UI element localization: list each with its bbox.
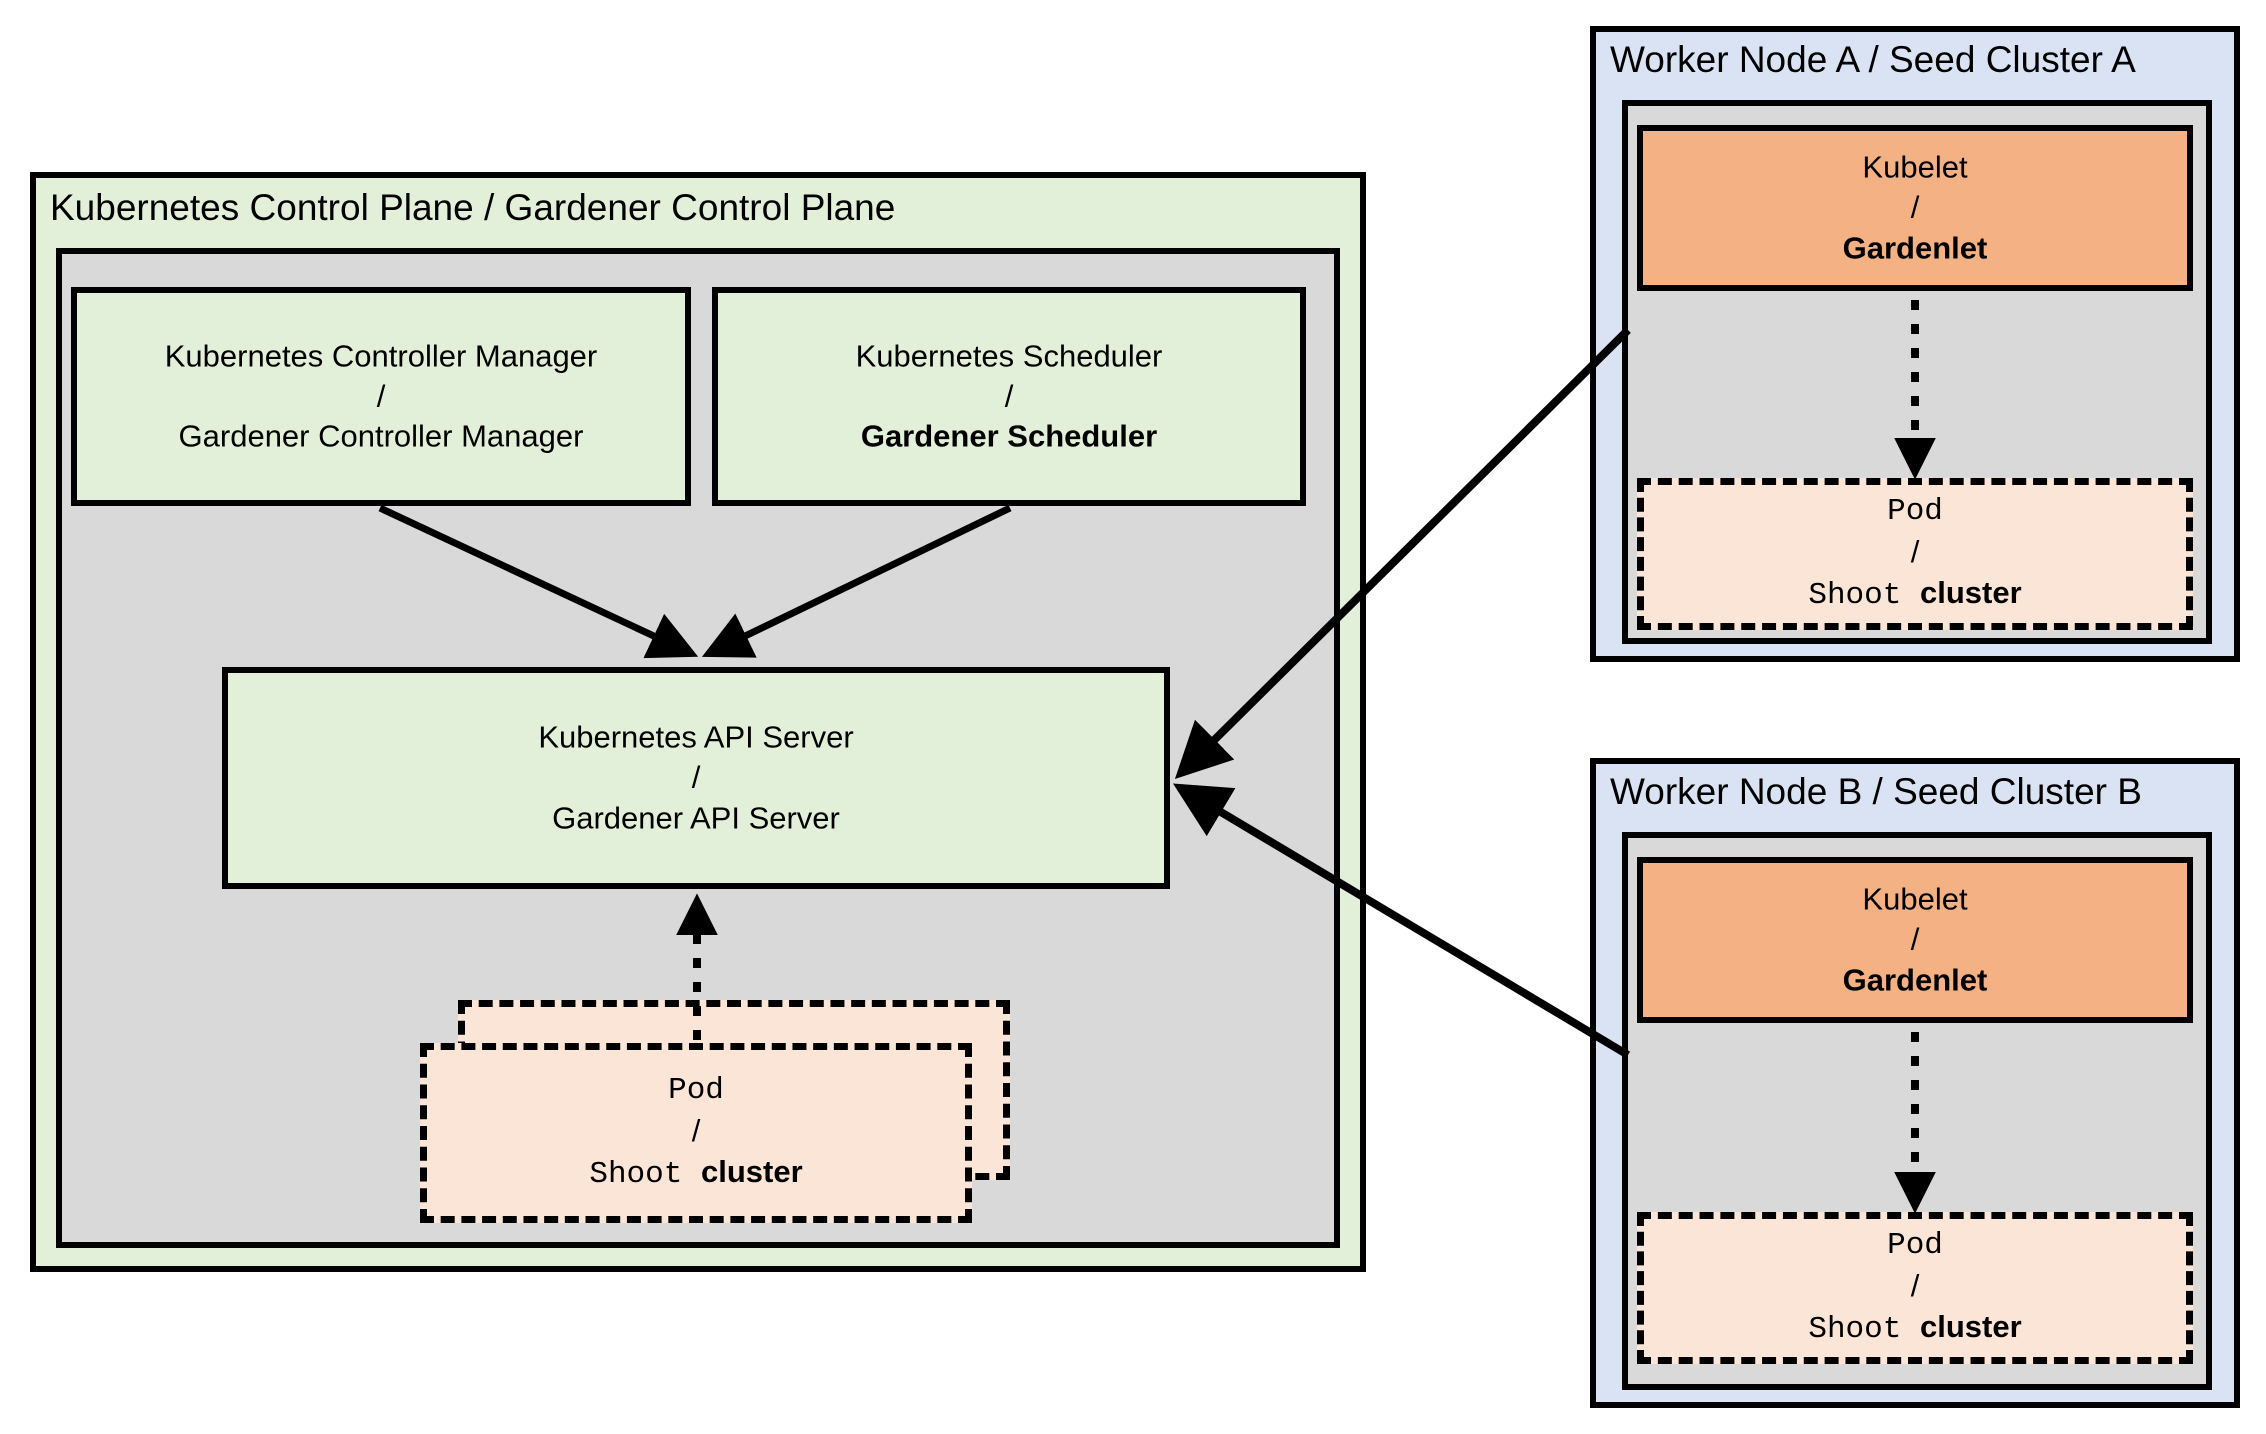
scheduler-separator: / — [1004, 378, 1014, 414]
worker-node-b-pod-separator: / — [1910, 1268, 1920, 1304]
scheduler-label: Kubernetes Scheduler / Gardener Schedule… — [718, 336, 1300, 457]
worker-node-b-kubelet-box[interactable]: Kubelet / Gardenlet — [1637, 857, 2193, 1023]
worker-node-b-kubelet-line2: Gardenlet — [1842, 962, 1988, 998]
control-plane-pod-line2-suffix: cluster — [700, 1153, 803, 1189]
api-server-line1: Kubernetes API Server — [538, 719, 854, 755]
control-plane-pod-box[interactable]: Pod / Shoot cluster — [420, 1043, 972, 1223]
scheduler-line1: Kubernetes Scheduler — [855, 338, 1163, 374]
worker-node-b-kubelet-line1: Kubelet — [1862, 881, 1968, 917]
worker-node-a-pod-label: Pod / Shoot cluster — [1644, 492, 2186, 616]
worker-node-a-kubelet-box[interactable]: Kubelet / Gardenlet — [1637, 125, 2193, 291]
scheduler-line2: Gardener Scheduler — [860, 418, 1158, 454]
worker-node-a-title: Worker Node A / Seed Cluster A — [1610, 39, 2136, 80]
kubernetes-api-server-box[interactable]: Kubernetes API Server / Gardener API Ser… — [222, 667, 1170, 889]
controller-manager-line2: Gardener Controller Manager — [178, 418, 584, 454]
controller-manager-separator: / — [376, 378, 386, 414]
worker-node-a-pod-box[interactable]: Pod / Shoot cluster — [1637, 478, 2193, 630]
worker-node-a-pod-line2-prefix: Shoot — [1808, 577, 1920, 613]
api-server-line2: Gardener API Server — [552, 800, 840, 836]
worker-node-b-pod-line1: Pod — [1887, 1228, 1943, 1264]
control-plane-pod-line2: Shoot cluster — [427, 1152, 965, 1195]
worker-node-b-title: Worker Node B / Seed Cluster B — [1610, 771, 2142, 812]
control-plane-pod-line2-prefix: Shoot — [589, 1156, 701, 1192]
worker-node-b-pod-box[interactable]: Pod / Shoot cluster — [1637, 1212, 2193, 1364]
worker-node-b-pod-line2-suffix: cluster — [1919, 1308, 2022, 1344]
worker-node-b-pod-line2: Shoot cluster — [1644, 1307, 2186, 1350]
worker-node-a-pod-line2: Shoot cluster — [1644, 573, 2186, 616]
worker-node-b-pod-line2-prefix: Shoot — [1808, 1311, 1920, 1347]
worker-node-a-pod-line1: Pod — [1887, 494, 1943, 530]
kubernetes-controller-manager-box[interactable]: Kubernetes Controller Manager / Gardener… — [71, 287, 691, 506]
api-server-label: Kubernetes API Server / Gardener API Ser… — [228, 718, 1164, 839]
worker-node-b-kubelet-separator: / — [1910, 921, 1920, 957]
worker-node-b-kubelet-label: Kubelet / Gardenlet — [1643, 880, 2187, 1001]
worker-node-a-pod-separator: / — [1910, 534, 1920, 570]
worker-node-a-kubelet-separator: / — [1910, 189, 1920, 225]
control-plane-pod-separator: / — [691, 1113, 701, 1149]
controller-manager-label: Kubernetes Controller Manager / Gardener… — [77, 336, 685, 457]
worker-node-a-pod-line2-suffix: cluster — [1919, 574, 2022, 610]
kubernetes-scheduler-box[interactable]: Kubernetes Scheduler / Gardener Schedule… — [712, 287, 1306, 506]
control-plane-title: Kubernetes Control Plane / Gardener Cont… — [50, 187, 896, 228]
worker-node-a-kubelet-line1: Kubelet — [1862, 149, 1968, 185]
control-plane-pod-label: Pod / Shoot cluster — [427, 1071, 965, 1195]
api-server-separator: / — [691, 759, 701, 795]
controller-manager-line1: Kubernetes Controller Manager — [164, 338, 598, 374]
worker-node-a-kubelet-label: Kubelet / Gardenlet — [1643, 148, 2187, 269]
worker-node-b-pod-label: Pod / Shoot cluster — [1644, 1226, 2186, 1350]
control-plane-pod-line1: Pod — [668, 1073, 724, 1109]
worker-node-a-kubelet-line2: Gardenlet — [1842, 230, 1988, 266]
